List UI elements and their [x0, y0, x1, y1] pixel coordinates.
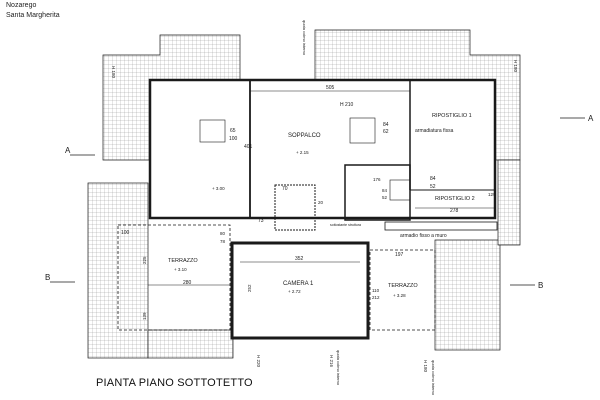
note-strut: sottostante struttura [330, 223, 361, 227]
dim-280: 280 [183, 280, 192, 286]
skylight-mid [349, 117, 376, 144]
dim-52b: 52 [430, 184, 436, 190]
quota-1: quota colmo interno [302, 20, 307, 56]
height-h220: H 220 [256, 355, 261, 368]
label-terrazzo-left: TERRAZZO [168, 258, 198, 264]
dim-278: 278 [450, 208, 459, 214]
height-h210: H 210 [340, 102, 354, 108]
level-terrazzo-left: + 3.10 [174, 267, 187, 272]
label-camera1: CAMERA 1 [283, 281, 314, 287]
section-b-right: B [538, 281, 543, 290]
dim-176: 176 [373, 177, 381, 182]
terrace-right-hatch [434, 239, 501, 351]
dim-65: 65 [230, 128, 236, 134]
label-terrazzo-right: TERRAZZO [388, 283, 418, 289]
dim-100b: 100 [121, 230, 130, 236]
dim-401: 401 [244, 144, 253, 150]
section-markers [50, 117, 585, 286]
quota-3: quota colmo interno [431, 360, 436, 396]
section-b-left: B [45, 273, 50, 282]
header-line-1: Nozarego [6, 2, 37, 9]
dim-139: 139 [142, 312, 147, 320]
plan-title: PIANTA PIANO SOTTOTETTO [96, 377, 253, 389]
height-h180-c: H 180 [423, 360, 428, 373]
level-left-room: + 3.00 [212, 186, 225, 191]
armadio-strip [384, 221, 498, 231]
roof-areas [87, 29, 521, 359]
dim-197: 197 [395, 252, 404, 258]
section-a-left: A [65, 146, 71, 155]
dim-252: 252 [247, 284, 252, 292]
level-terrazzo-right: + 3.28 [393, 293, 406, 298]
dim-505: 505 [326, 85, 335, 91]
dim-80: 80 [220, 231, 226, 236]
dim-62: 62 [383, 129, 389, 135]
rip2-box [389, 179, 411, 201]
dim-84c: 84 [430, 176, 436, 182]
dim-352: 352 [295, 256, 304, 262]
height-h180-a: H 180 [111, 66, 116, 79]
dim-129: 129 [488, 192, 496, 197]
terrace-left-hatch [87, 182, 149, 359]
terrace-left-outline [117, 224, 231, 331]
quota-2: quota colmo interno [336, 350, 341, 386]
label-soppalco: SOPPALCO [288, 133, 321, 139]
terrace-right-outline [369, 249, 436, 331]
level-camera1: + 2.72 [288, 289, 301, 294]
dim-84a: 84 [383, 122, 389, 128]
height-h216: H 216 [329, 355, 334, 368]
walls [117, 78, 498, 340]
dim-52: 52 [382, 195, 388, 200]
dim-20: 20 [318, 200, 324, 205]
label-rip1: RIPOSTIGLIO 1 [432, 113, 472, 119]
dim-84b: 84 [382, 188, 388, 193]
terrace-bottom-left [147, 329, 234, 359]
dim-225: 225 [142, 256, 147, 264]
dim-73: 73 [258, 218, 264, 224]
dim-212: 212 [372, 295, 380, 300]
main-wall-outer [148, 78, 497, 220]
header-line-2: Santa Margherita [6, 12, 60, 19]
roof-top-left [102, 34, 241, 161]
section-a-right: A [588, 114, 594, 123]
dim-70: 70 [282, 186, 288, 192]
level-soppalco: + 2.15 [296, 150, 309, 155]
stair-well [274, 184, 316, 231]
camera-walls [230, 241, 370, 340]
skylight-left [199, 119, 226, 143]
dim-100: 100 [229, 136, 238, 142]
height-h180-b: H 180 [513, 60, 518, 73]
label-armadio: armadio fisso a muro [400, 233, 447, 239]
roof-top-right [314, 29, 521, 161]
roof-right-strip [497, 159, 521, 246]
note-rip1: armadiatura fissa [415, 128, 454, 134]
bath-block [344, 164, 411, 221]
dim-78: 78 [220, 239, 226, 244]
label-rip2: RIPOSTIGLIO 2 [435, 196, 475, 202]
dim-110: 110 [372, 288, 380, 293]
